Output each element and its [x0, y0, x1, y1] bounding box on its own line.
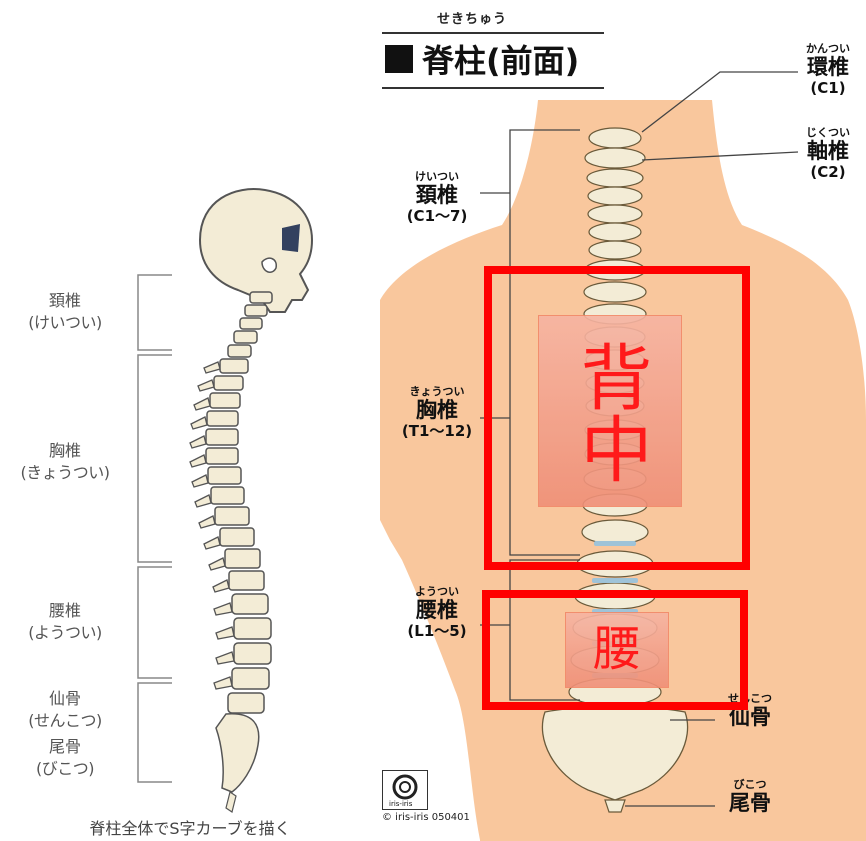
lateral-coccyx [226, 792, 236, 812]
label-lumbar-code: (L1〜5) [392, 622, 482, 640]
left-caption: 脊柱全体でS字カーブを描く [20, 815, 360, 839]
logo-text: iris-iris [389, 800, 412, 808]
left-label-cervical-main: 頚椎 [0, 290, 130, 312]
left-label-cervical: 頚椎 (けいつい) [0, 290, 130, 334]
label-thoracic-code: (T1〜12) [390, 422, 484, 440]
left-label-sacrum-main: 仙骨 [0, 688, 130, 710]
left-label-thoracic: 胸椎 (きょうつい) [0, 440, 130, 484]
label-lumbar-main: 腰椎 [392, 598, 482, 622]
left-label-lumbar: 腰椎 (ようつい) [0, 600, 130, 644]
title-bottom-rule [382, 87, 604, 89]
label-atlas-ruby: かんつい [794, 42, 862, 55]
region-brackets [138, 275, 172, 782]
back-overlay-text: 背中 [538, 322, 682, 502]
label-cervical-main: 頚椎 [392, 183, 482, 207]
title-ruby: せきちゅう [437, 8, 507, 27]
label-coccyx: びこつ 尾骨 [715, 778, 785, 815]
label-coccyx-ruby: びこつ [715, 778, 785, 791]
label-cervical-ruby: けいつい [392, 170, 482, 183]
waist-overlay-text: 腰 [565, 618, 669, 680]
left-label-coccyx-main: 尾骨 [0, 736, 130, 758]
label-axis-code: (C2) [794, 163, 862, 181]
left-label-coccyx-sub: (びこつ) [0, 758, 130, 780]
label-atlas: かんつい 環椎 (C1) [794, 42, 862, 97]
label-coccyx-main: 尾骨 [715, 791, 785, 815]
label-thoracic-main: 胸椎 [390, 398, 484, 422]
left-label-lumbar-sub: (ようつい) [0, 622, 130, 644]
title-block: せきちゅう 脊柱(前面) [382, 8, 622, 88]
label-cervical: けいつい 頚椎 (C1〜7) [392, 170, 482, 225]
label-lumbar: ようつい 腰椎 (L1〜5) [392, 585, 482, 640]
left-label-coccyx: 尾骨 (びこつ) [0, 736, 130, 780]
lateral-vertebrae [206, 292, 272, 713]
left-label-thoracic-sub: (きょうつい) [0, 462, 130, 484]
left-label-thoracic-main: 胸椎 [0, 440, 130, 462]
label-cervical-code: (C1〜7) [392, 207, 482, 225]
title-top-rule [382, 32, 604, 34]
label-lumbar-ruby: ようつい [392, 585, 482, 598]
label-atlas-code: (C1) [794, 79, 862, 97]
page-title: 脊柱(前面) [422, 36, 579, 82]
left-label-lumbar-main: 腰椎 [0, 600, 130, 622]
frontal-coccyx [605, 800, 625, 812]
lateral-sacrum [216, 714, 259, 792]
label-axis: じくつい 軸椎 (C2) [794, 126, 862, 181]
lateral-spine-panel: 頚椎 (けいつい) 胸椎 (きょうつい) 腰椎 (ようつい) 仙骨 (せんこつ)… [0, 0, 380, 841]
left-label-sacrum-sub: (せんこつ) [0, 710, 130, 732]
iris-logo: iris-iris [382, 770, 428, 810]
label-axis-ruby: じくつい [794, 126, 862, 139]
copyright: © iris-iris 050401 [382, 812, 470, 823]
left-label-sacrum: 仙骨 (せんこつ) [0, 688, 130, 732]
label-thoracic: きょうつい 胸椎 (T1〜12) [390, 385, 484, 440]
left-label-cervical-sub: (けいつい) [0, 312, 130, 334]
title-bullet-square [385, 45, 413, 73]
label-thoracic-ruby: きょうつい [390, 385, 484, 398]
label-atlas-main: 環椎 [794, 55, 862, 79]
label-axis-main: 軸椎 [794, 139, 862, 163]
